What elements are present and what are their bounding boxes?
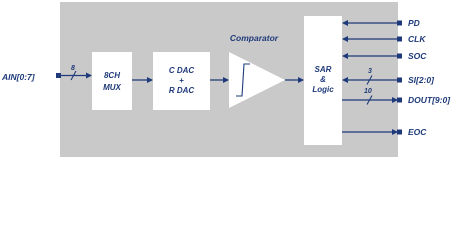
comparator-title: Comparator [230,33,279,43]
clk-pin [397,36,402,42]
si-bus-slash [366,75,373,85]
mux-label-1: 8CH [104,71,120,80]
soc-pin [397,53,402,59]
ain-label: AIN[0:7] [1,72,36,82]
comparator-hysteresis-icon [236,63,250,97]
si-label: SI[2:0] [408,75,435,85]
dout-bus-width: 10 [364,88,372,95]
mux-block [92,52,132,110]
soc-label: SOC [408,51,427,61]
sar-logic-block [304,16,342,145]
comparator-triangle [229,52,285,108]
dout-bus-slash [366,95,373,105]
adc-block-diagram: AIN[0:7] 8 8CH MUX C DAC + R DAC Compara… [1,2,451,157]
eoc-pin [397,129,402,135]
ain-pin [56,73,61,78]
ain-bus-slash [70,70,77,81]
mux-label-2: MUX [103,83,121,92]
sar-label-3: Logic [312,85,334,94]
dout-label: DOUT[9:0] [408,95,451,105]
eoc-label: EOC [408,127,427,137]
pd-pin [397,20,402,26]
sar-label-2: & [320,75,326,84]
dac-block [153,52,210,110]
dac-label-2: + [179,76,184,85]
si-bus-width: 3 [368,68,372,75]
sar-label-1: SAR [315,65,332,74]
dac-label-1: C DAC [169,66,195,75]
dout-pin [397,97,402,103]
ain-bus-width: 8 [71,65,75,72]
clk-label: CLK [408,34,426,44]
dac-label-3: R DAC [169,86,195,95]
pd-label: PD [408,18,420,28]
si-pin [397,77,402,83]
